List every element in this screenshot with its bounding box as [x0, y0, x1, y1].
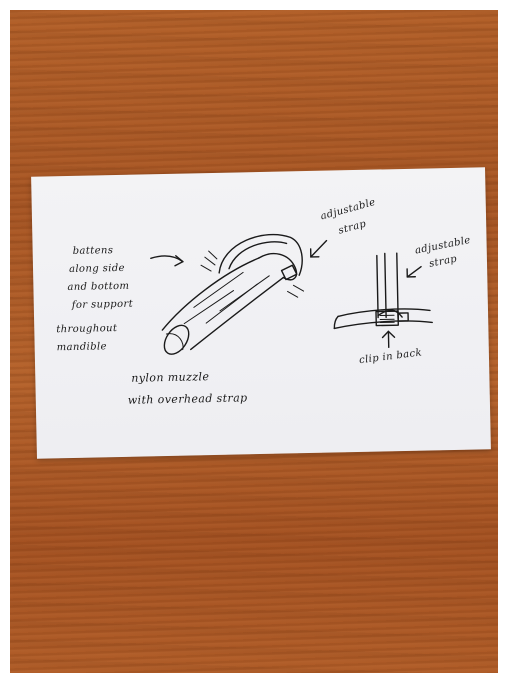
sketch-paper: battens along side and bottom for suppor…	[31, 167, 491, 458]
muzzle-sketch-drawing	[31, 167, 491, 458]
